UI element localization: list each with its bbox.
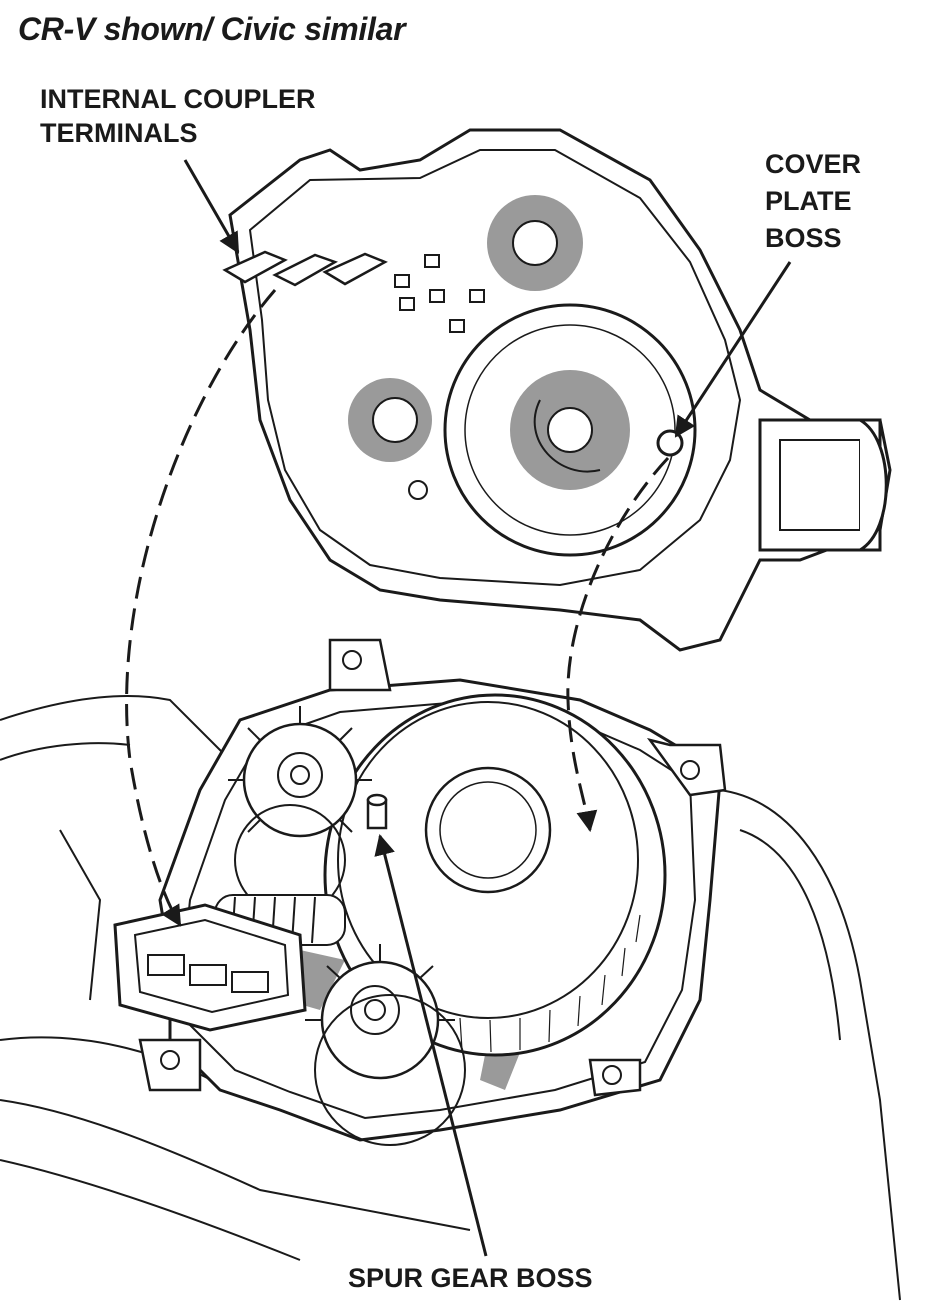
diagram-caption: CR-V shown/ Civic similar [18,11,406,47]
spur-gear-boss-label: SPUR GEAR BOSS [348,1263,593,1293]
spur-gear-boss-leader [374,833,488,1257]
cover-plate [222,128,892,652]
internal-coupler-leader [183,159,240,254]
internal-coupler-terminals-label: INTERNAL COUPLER TERMINALS [40,82,316,150]
boss-alignment-arrow [566,456,670,833]
cover-plate-boss-label: COVER PLATE BOSS [765,146,861,257]
alignment-arrows [125,289,670,927]
background-housing [0,695,901,1301]
callout-arrows [183,159,792,1257]
cover-plate-boss-label-line-1: COVER [765,149,862,179]
spur-gear-boss-marker [366,793,388,830]
internal-coupler-terminals-upper [222,250,388,287]
cover-plate-boss-label-line-2: PLATE [765,186,852,216]
spur-gear-upper [228,706,372,916]
spur-gear-lower [305,944,466,1146]
gear-housing [113,638,727,1146]
internal-coupler-terminals-label-line-1: INTERNAL COUPLER [40,84,316,114]
internal-coupler-terminals-label-line-2: TERMINALS [40,118,198,148]
terminals-alignment-arrow [125,289,277,927]
cover-plate-boss-label-line-3: BOSS [765,223,842,253]
cover-plate-boss-leader [674,261,792,438]
internal-coupler-terminals-lower [113,903,307,1032]
